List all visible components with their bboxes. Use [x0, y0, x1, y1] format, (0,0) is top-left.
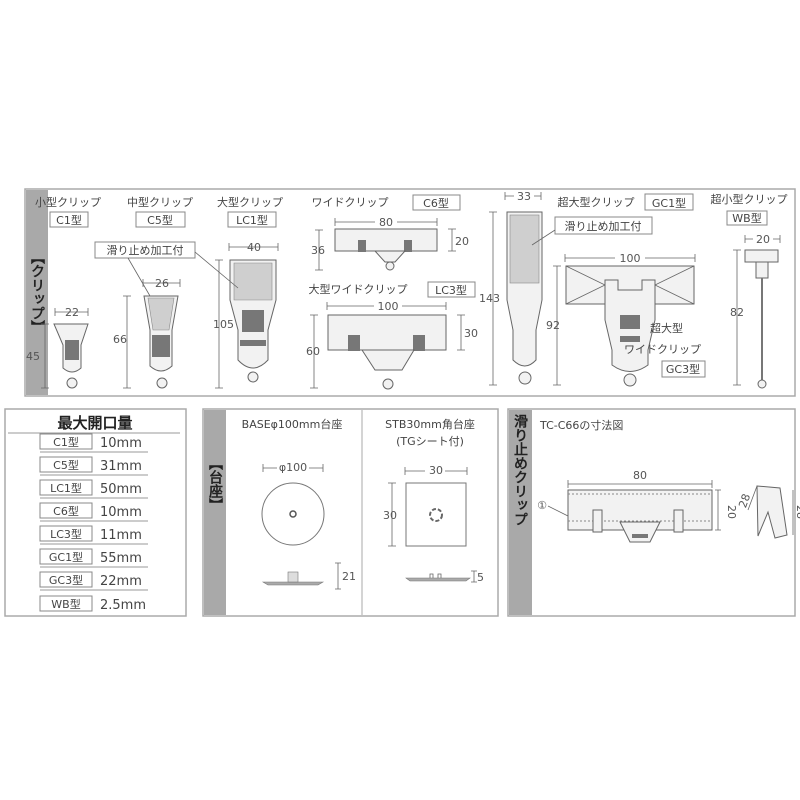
- clip-name-line2: ワイドクリップ: [624, 343, 701, 356]
- side-dim-a: 28: [736, 492, 753, 510]
- clip-c1: 小型クリップ C1型 22 45: [26, 195, 101, 389]
- clip-c5: 中型クリップ C5型 26 66: [113, 195, 193, 389]
- clip-lc3: 大型ワイドクリップ LC3型 100 60 30: [306, 281, 478, 390]
- square-base: STB30mm角台座 (TGシート付) 30 30 5: [383, 417, 484, 584]
- table-row: GC1型 55mm: [39, 548, 148, 568]
- dim-width: 100: [620, 252, 641, 265]
- row-model: C5型: [53, 458, 79, 472]
- table-row: LC3型 11mm: [39, 525, 148, 545]
- dim-width: 33: [517, 190, 531, 203]
- dim-diameter: φ100: [279, 461, 307, 474]
- dim-height: 66: [113, 333, 127, 346]
- side-view: 28 28: [736, 485, 800, 539]
- dim-height: 105: [213, 318, 234, 331]
- marker: ①: [537, 499, 547, 512]
- anti-slip-callout: 滑り止め加工付: [94, 241, 239, 297]
- dim-width: 30: [429, 464, 443, 477]
- clips-panel: 【クリップ】 小型クリップ C1型 22 45 中型クリップ C5型 26 66: [24, 188, 796, 397]
- clip-name-line1: 超大型: [650, 321, 683, 335]
- row-model: WB型: [51, 597, 80, 611]
- clip-model: C5型: [147, 213, 173, 227]
- base-section-label: 【台座】: [207, 456, 223, 512]
- table-row: WB型 2.5mm: [39, 595, 146, 613]
- clip-name: 中型クリップ: [127, 195, 193, 209]
- clip-model: GC1型: [652, 196, 686, 210]
- clip-name: 大型ワイドクリップ: [309, 282, 408, 296]
- antislip-panel: 滑り止めクリップ TC-C66の寸法図 80 20 ① 28 28: [507, 408, 800, 617]
- clip-name: 超小型クリップ: [711, 192, 788, 206]
- clip-lc1: 大型クリップ LC1型 40 105: [213, 195, 283, 389]
- table-row: LC1型 50mm: [39, 479, 148, 499]
- clips-label-strip: [26, 190, 48, 395]
- dim-width: 20: [756, 233, 770, 246]
- clip-name: 小型クリップ: [35, 195, 101, 209]
- table-row: C1型 10mm: [39, 433, 148, 453]
- row-model: C6型: [53, 504, 79, 518]
- row-value: 10mm: [100, 505, 142, 520]
- row-value: 50mm: [100, 482, 142, 497]
- clip-model: WB型: [732, 211, 761, 225]
- dim-height: 143: [479, 292, 500, 305]
- clip-name: 超大型クリップ: [558, 195, 635, 209]
- clip-name: 大型クリップ: [217, 195, 283, 209]
- dim-height: 82: [730, 306, 744, 319]
- table-row: C5型 31mm: [39, 456, 148, 476]
- clip-model: LC3型: [435, 283, 467, 297]
- round-base-title: BASEφ100mm台座: [242, 417, 343, 431]
- dim-width: 26: [155, 277, 169, 290]
- row-model: GC1型: [49, 550, 83, 564]
- row-value: 11mm: [100, 528, 142, 543]
- table-row: C6型 10mm: [39, 502, 148, 522]
- row-value: 22mm: [100, 574, 142, 589]
- clip-gc1: 超大型クリップ GC1型 33 143 滑り止め加工付: [479, 190, 694, 386]
- side-dim-b: 28: [794, 505, 800, 519]
- clip-model: LC1型: [236, 213, 268, 227]
- row-model: GC3型: [49, 573, 83, 587]
- row-value: 2.5mm: [100, 598, 146, 613]
- clips-section-label: 【クリップ】: [29, 250, 45, 334]
- dim-width: 100: [378, 300, 399, 313]
- dim-jaw: 20: [455, 235, 469, 248]
- max-opening-table: 最大開口量 C1型 10mm C5型 31mm LC1型 50mm C6型 10mm L…: [4, 408, 187, 617]
- row-value: 10mm: [100, 436, 142, 451]
- dim-height: 5: [477, 571, 484, 584]
- base-panel: 【台座】 BASEφ100mm台座 φ100 21 STB30mm角台座 (TG…: [202, 408, 499, 617]
- clip-gc3: 100 92 超大型 ワイドクリップ GC3型: [546, 252, 706, 387]
- row-model: C1型: [53, 435, 79, 449]
- square-base-title: STB30mm角台座: [385, 417, 475, 431]
- dim-width: 80: [633, 469, 647, 482]
- dim-depth: 30: [383, 509, 397, 522]
- row-model: LC3型: [50, 527, 82, 541]
- anti-slip-label: 滑り止め加工付: [107, 244, 184, 257]
- clip-model: GC3型: [666, 362, 700, 376]
- table-title: 最大開口量: [57, 414, 132, 432]
- dim-height: 60: [306, 345, 320, 358]
- dim-width: 80: [379, 216, 393, 229]
- dim-height: 92: [546, 319, 560, 332]
- row-value: 31mm: [100, 459, 142, 474]
- dim-height: 21: [342, 570, 356, 583]
- dim-height: 20: [725, 505, 738, 519]
- antislip-section-label: 滑り止めクリップ: [512, 413, 528, 526]
- clip-model: C6型: [423, 196, 449, 210]
- dim-height: 36: [311, 244, 325, 257]
- clip-name: ワイドクリップ: [312, 196, 389, 209]
- clip-c6: ワイドクリップ C6型 80 36 20: [311, 194, 469, 271]
- antislip-title: TC-C66の寸法図: [539, 418, 623, 432]
- dim-height: 45: [26, 350, 40, 363]
- dim-width: 22: [65, 306, 79, 319]
- clip-model: C1型: [56, 213, 82, 227]
- clip-wb: 超小型クリップ WB型 20 82: [711, 192, 788, 389]
- dim-width: 40: [247, 241, 261, 254]
- table-row: GC3型 22mm: [39, 571, 148, 591]
- anti-slip-label: 滑り止め加工付: [565, 220, 642, 233]
- square-base-subtitle: (TGシート付): [396, 435, 464, 448]
- dim-jaw: 30: [464, 327, 478, 340]
- row-model: LC1型: [50, 481, 82, 495]
- round-base: BASEφ100mm台座 φ100 21: [242, 417, 356, 590]
- row-value: 55mm: [100, 551, 142, 566]
